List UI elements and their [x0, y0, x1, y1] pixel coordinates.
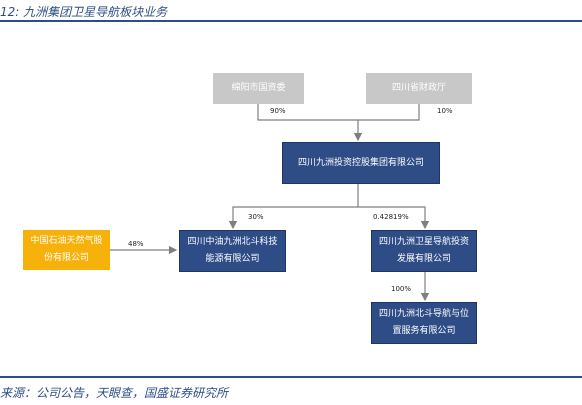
edge-group-satellite [358, 206, 430, 230]
edge-mianyang-group [257, 104, 363, 142]
node-beidou-location-service: 四川九洲北斗导航与位置服务有限公司 [371, 302, 477, 344]
node-jiuzhou-group: 四川九洲投资控股集团有限公司 [282, 142, 440, 184]
edge-group-beidou-tech [228, 206, 358, 230]
node-sichuan-finance: 四川省财政厅 [366, 73, 472, 104]
label-100pct: 100% [391, 285, 412, 293]
label-0-42819pct: 0.42819% [373, 213, 409, 221]
node-petrochina: 中国石油天然气股份有限公司 [23, 230, 110, 270]
edge-finance-group [358, 104, 420, 121]
footer-divider [0, 376, 582, 378]
source-note: 来源：公司公告，天眼查，国盛证券研究所 [0, 386, 229, 400]
node-satellite-nav-investment: 四川九洲卫星导航投资发展有限公司 [371, 230, 477, 272]
figure-title: 12: 九洲集团卫星导航板块业务 [0, 5, 168, 19]
label-10pct: 10% [437, 107, 453, 115]
header-divider [0, 20, 582, 22]
label-90pct: 90% [270, 107, 286, 115]
label-30pct: 30% [248, 213, 264, 221]
node-mianyang-sasac: 绵阳市国资委 [213, 73, 304, 104]
node-beidou-tech-energy: 四川中油九洲北斗科技能源有限公司 [179, 230, 286, 272]
label-48pct: 48% [128, 240, 144, 248]
